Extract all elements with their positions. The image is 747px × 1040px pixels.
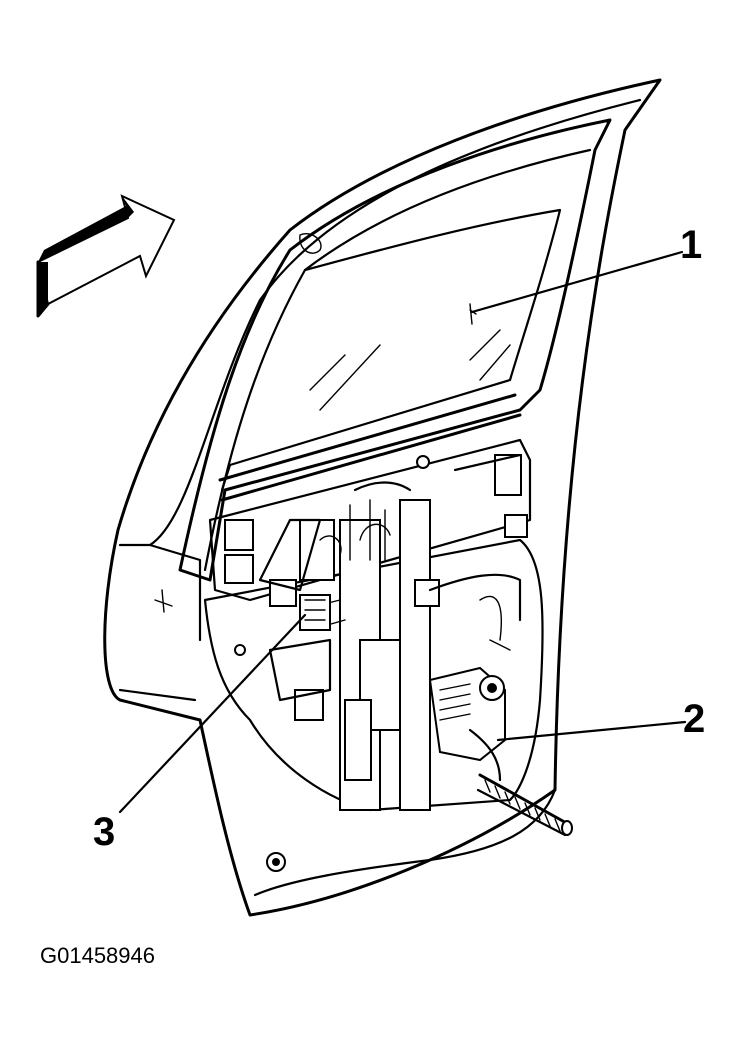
- callout-1: 1: [680, 223, 702, 267]
- regulator-motor: [428, 666, 573, 837]
- door-shell: [103, 78, 662, 917]
- inner-panel: [203, 438, 544, 812]
- leader-lines: [118, 250, 687, 814]
- forward-arrow-icon: [36, 194, 176, 318]
- window-glass: [178, 118, 612, 582]
- callout-3: 3: [93, 810, 115, 854]
- window-regulator: [299, 594, 331, 631]
- figure-id: G01458946: [40, 943, 155, 968]
- callout-2: 2: [683, 697, 705, 741]
